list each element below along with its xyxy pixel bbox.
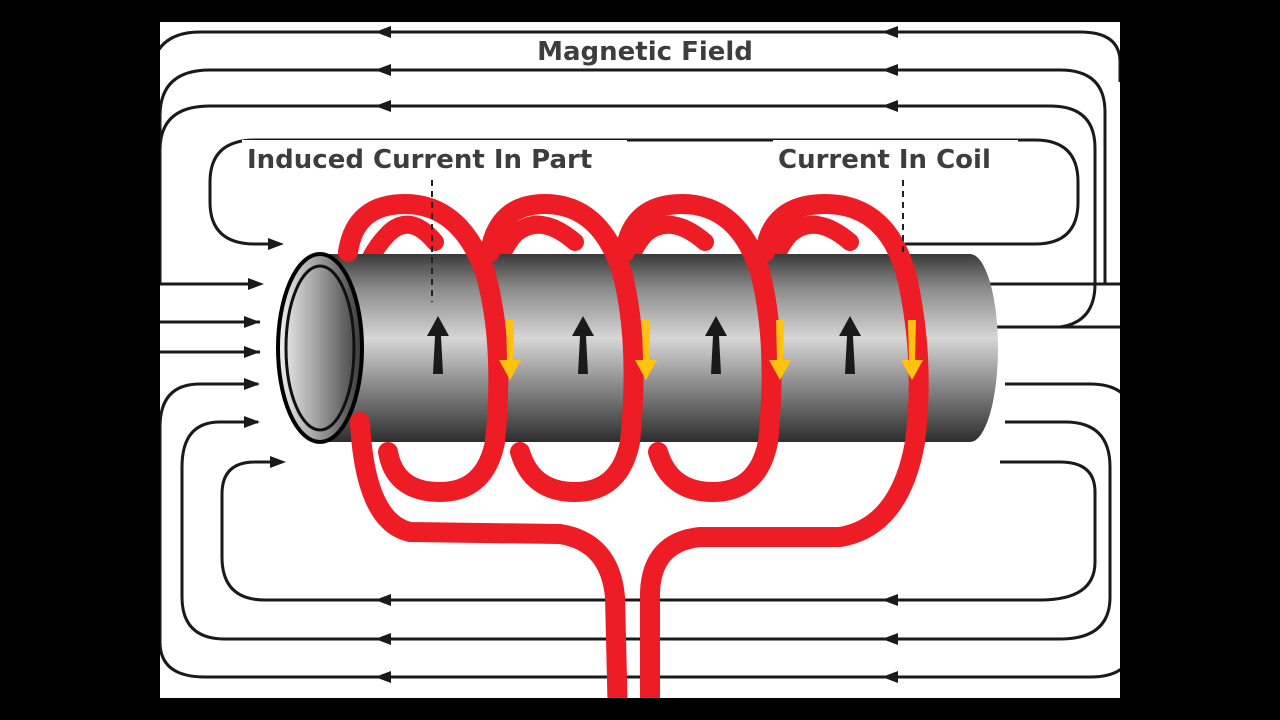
coil-front-turn-4 <box>640 194 929 698</box>
arrow-left-icon <box>882 633 898 645</box>
arrow-left-icon <box>375 100 391 112</box>
magnetic-field-lines-top <box>160 30 1120 329</box>
arrow-right-icon <box>248 278 264 290</box>
tube-left-bore <box>284 264 356 432</box>
arrow-left-icon <box>375 671 391 683</box>
coil-current-label: Current In Coil <box>778 145 991 175</box>
arrow-right-icon <box>244 316 260 328</box>
coil-front-turn-3 <box>615 194 782 502</box>
arrow-right-icon <box>244 416 260 428</box>
arrow-left-icon <box>882 594 898 606</box>
arrow-down-icon <box>499 320 521 380</box>
arrow-up-icon <box>572 316 594 374</box>
field-line-top-4 <box>208 138 1080 246</box>
induction-diagram-panel: Magnetic Field Induced Current In Part C… <box>160 22 1120 698</box>
induction-heating-diagram: Magnetic Field Induced Current In Part C… <box>160 26 1120 698</box>
arrow-left-icon <box>375 594 391 606</box>
field-line-top-3 <box>160 104 1097 329</box>
arrow-left-icon <box>375 26 391 38</box>
magnetic-field-label: Magnetic Field <box>537 37 753 67</box>
coil-front-turn-1 <box>338 194 509 502</box>
field-arrows <box>244 26 898 683</box>
arrow-right-icon <box>268 238 284 250</box>
field-line-top-1 <box>160 30 1120 82</box>
magnetic-field-label-bg <box>515 34 775 68</box>
arrow-down-icon <box>901 320 923 380</box>
arrow-right-icon <box>270 456 286 468</box>
arrow-up-icon <box>839 316 861 374</box>
arrow-left-icon <box>882 64 898 76</box>
tube-left-opening <box>276 252 364 444</box>
field-line-bottom-1 <box>220 460 1097 602</box>
arrow-left-icon <box>375 64 391 76</box>
arrow-left-icon <box>882 26 898 38</box>
arrow-right-icon <box>244 378 260 390</box>
arrow-left-icon <box>375 633 391 645</box>
induced-current-label-bg <box>242 140 627 176</box>
coil-front <box>338 194 929 698</box>
arrow-left-icon <box>882 100 898 112</box>
field-line-top-2 <box>160 68 1107 284</box>
coil-front-turn-2 <box>480 194 644 502</box>
coil-current-label-bg <box>773 140 1018 176</box>
induced-current-label: Induced Current In Part <box>247 145 592 175</box>
field-line-bottom-2 <box>180 420 1112 641</box>
arrow-left-icon <box>882 671 898 683</box>
arrow-up-icon <box>705 316 727 374</box>
induced-current-arrows <box>427 316 861 374</box>
leader-lines <box>431 180 904 302</box>
arrow-down-icon <box>769 320 791 380</box>
arrow-down-icon <box>635 320 657 380</box>
coil-lead-left <box>350 412 628 698</box>
coil-current-arrows <box>499 320 923 380</box>
tube-right-end <box>942 254 998 442</box>
arrow-up-icon <box>427 316 449 374</box>
arrow-right-icon <box>244 346 260 358</box>
